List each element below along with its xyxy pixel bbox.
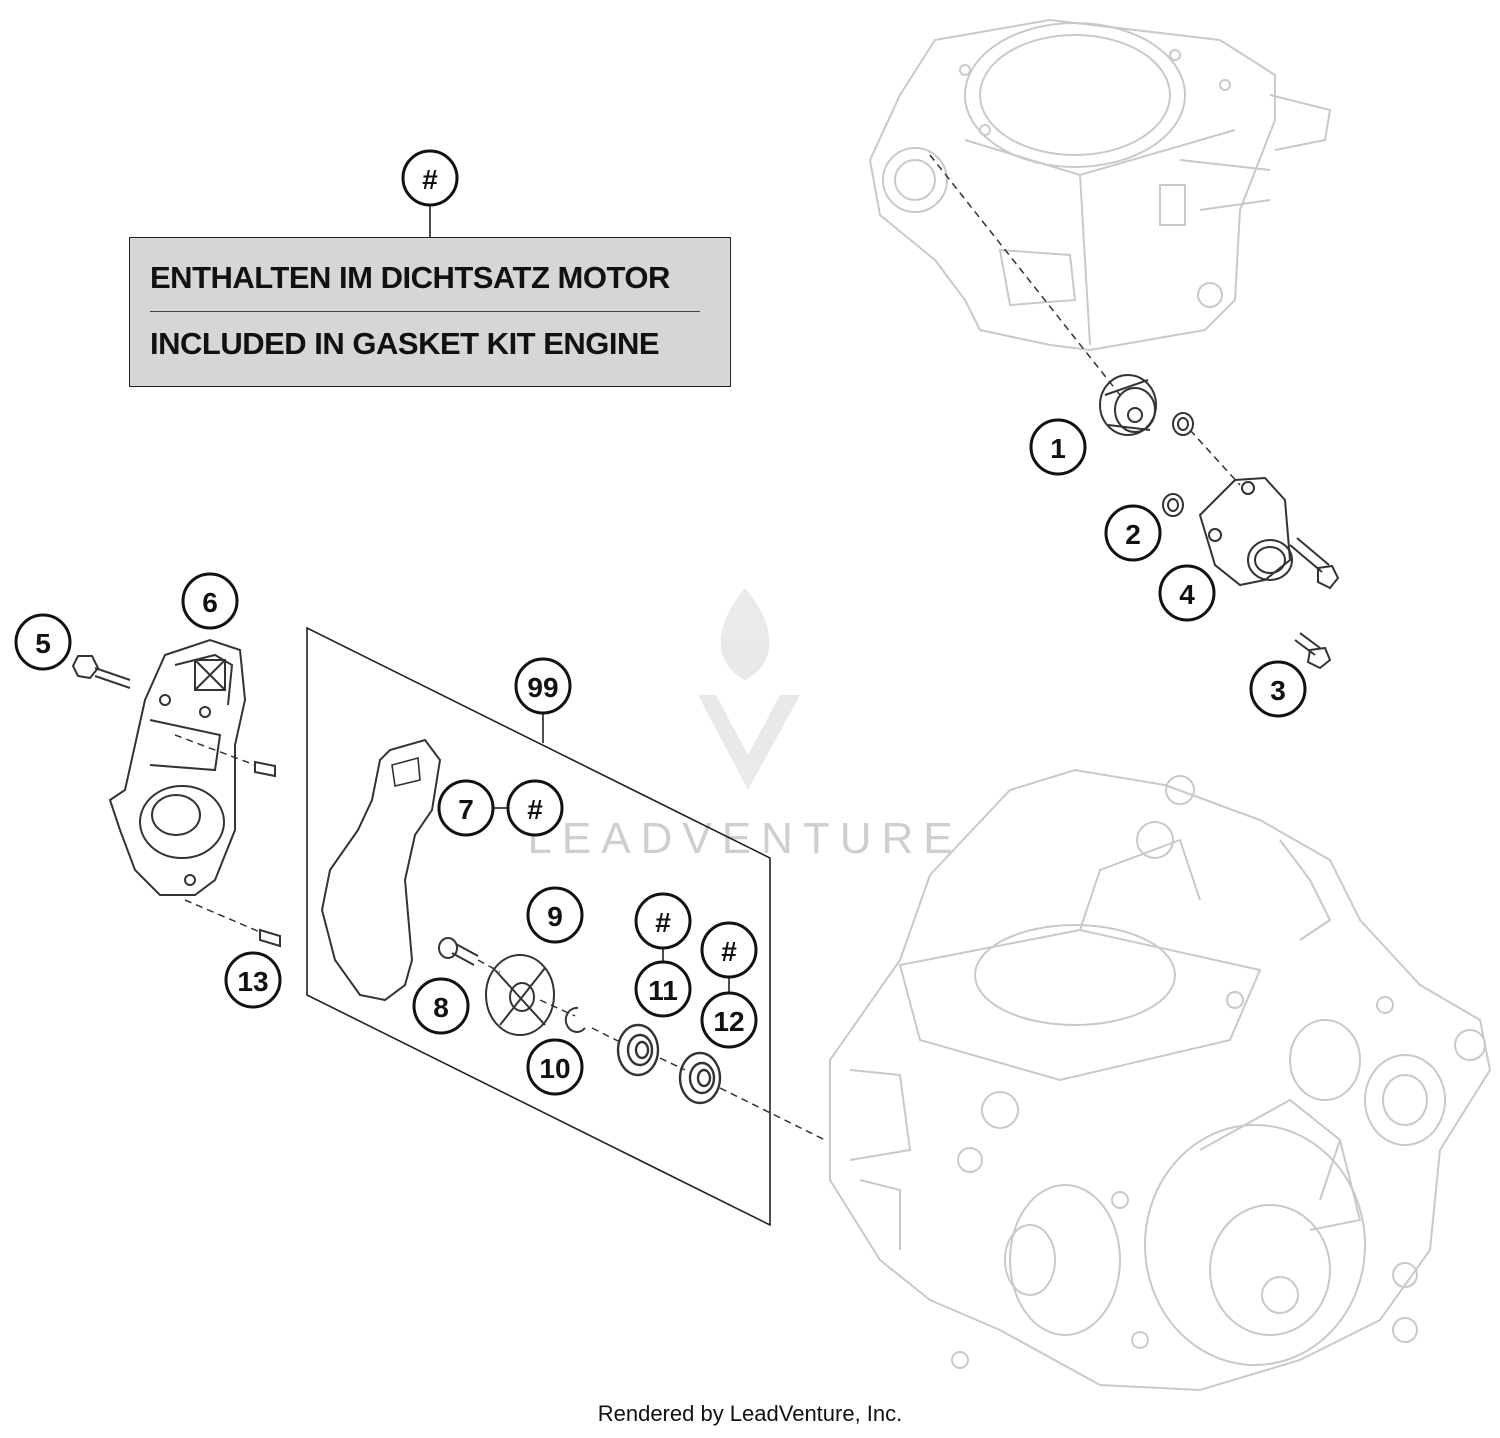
cover-leader-lines — [174, 734, 261, 933]
callout-label: 12 — [713, 1006, 744, 1037]
callout-label: 4 — [1179, 579, 1195, 610]
note-german-text: ENTHALTEN IM DICHTSATZ MOTOR — [150, 260, 670, 295]
impeller-part — [485, 954, 555, 1036]
callout-6[interactable]: 6 — [181, 572, 239, 630]
shaft-seal-part-12 — [678, 1051, 722, 1105]
thermostat-part — [1099, 374, 1157, 436]
water-pump-gasket-inner — [391, 756, 421, 787]
kit-leader-line — [477, 959, 826, 1141]
callout-13[interactable]: 13 — [224, 951, 282, 1009]
callout-hash-note[interactable]: # — [401, 149, 459, 207]
callout-label: 13 — [237, 966, 268, 997]
callout-label: # — [721, 936, 737, 967]
callout-stems — [429, 205, 730, 993]
callout-label: 9 — [547, 901, 563, 932]
thermostat-housing-part — [1198, 476, 1293, 587]
callout-label: 5 — [35, 628, 51, 659]
callout-label: # — [527, 794, 543, 825]
callout-8[interactable]: 8 — [412, 977, 470, 1035]
callout-label: 1 — [1050, 433, 1066, 464]
screw-part-5 — [71, 655, 131, 689]
callout-label: # — [422, 164, 438, 195]
cylinder-illustration — [868, 18, 1332, 352]
dowel-pin-part-13 — [259, 928, 281, 948]
bolt-part — [1289, 537, 1340, 590]
callout-label: 7 — [458, 794, 474, 825]
callout-10[interactable]: 10 — [526, 1038, 584, 1096]
callout-11-hash[interactable]: # — [634, 892, 692, 950]
circlip-part — [564, 1006, 586, 1033]
callout-label: # — [655, 907, 671, 938]
callout-12[interactable]: 12 — [700, 991, 758, 1049]
callout-9[interactable]: 9 — [526, 886, 584, 944]
callout-label: 2 — [1125, 519, 1141, 550]
callout-label: 11 — [648, 975, 678, 1006]
render-credit-footer: Rendered by LeadVenture, Inc. — [597, 1401, 903, 1426]
callout-7-hash[interactable]: # — [506, 779, 564, 837]
repair-kit-outline — [306, 626, 771, 1227]
callout-label: 8 — [433, 992, 449, 1023]
note-divider — [150, 311, 700, 312]
callout-4[interactable]: 4 — [1158, 564, 1216, 622]
callout-12-hash[interactable]: # — [700, 921, 758, 979]
engine-block-illustration — [829, 768, 1492, 1392]
leadventure-watermark-logo — [698, 588, 800, 790]
gasket-kit-note-box: ENTHALTEN IM DICHTSATZ MOTOR INCLUDED IN… — [129, 237, 731, 387]
seal-ring-part — [1162, 493, 1184, 517]
callout-label: 10 — [539, 1053, 570, 1084]
callout-3[interactable]: 3 — [1249, 660, 1307, 718]
dowel-pin-part — [254, 760, 276, 778]
note-english-text: INCLUDED IN GASKET KIT ENGINE — [150, 326, 660, 361]
callout-11[interactable]: 11 — [634, 960, 692, 1018]
bolt-part-3 — [1294, 632, 1332, 670]
watermark-text: LEADVENTURE — [527, 814, 962, 863]
o-ring-part — [1172, 412, 1194, 436]
shaft-seal-part-11 — [616, 1023, 660, 1077]
callout-label: 3 — [1270, 675, 1286, 706]
callout-label: 6 — [202, 587, 218, 618]
callout-1[interactable]: 1 — [1029, 418, 1087, 476]
callout-label: 99 — [527, 672, 558, 703]
callout-2[interactable]: 2 — [1104, 504, 1162, 562]
water-pump-cover-part — [108, 638, 247, 896]
callout-99[interactable]: 99 — [514, 657, 572, 715]
water-pump-gasket-part — [320, 738, 442, 1002]
callout-5[interactable]: 5 — [14, 613, 72, 671]
assembly-leader-line-top — [929, 154, 1241, 486]
impeller-screw-part — [438, 937, 479, 966]
callout-7[interactable]: 7 — [437, 779, 495, 837]
